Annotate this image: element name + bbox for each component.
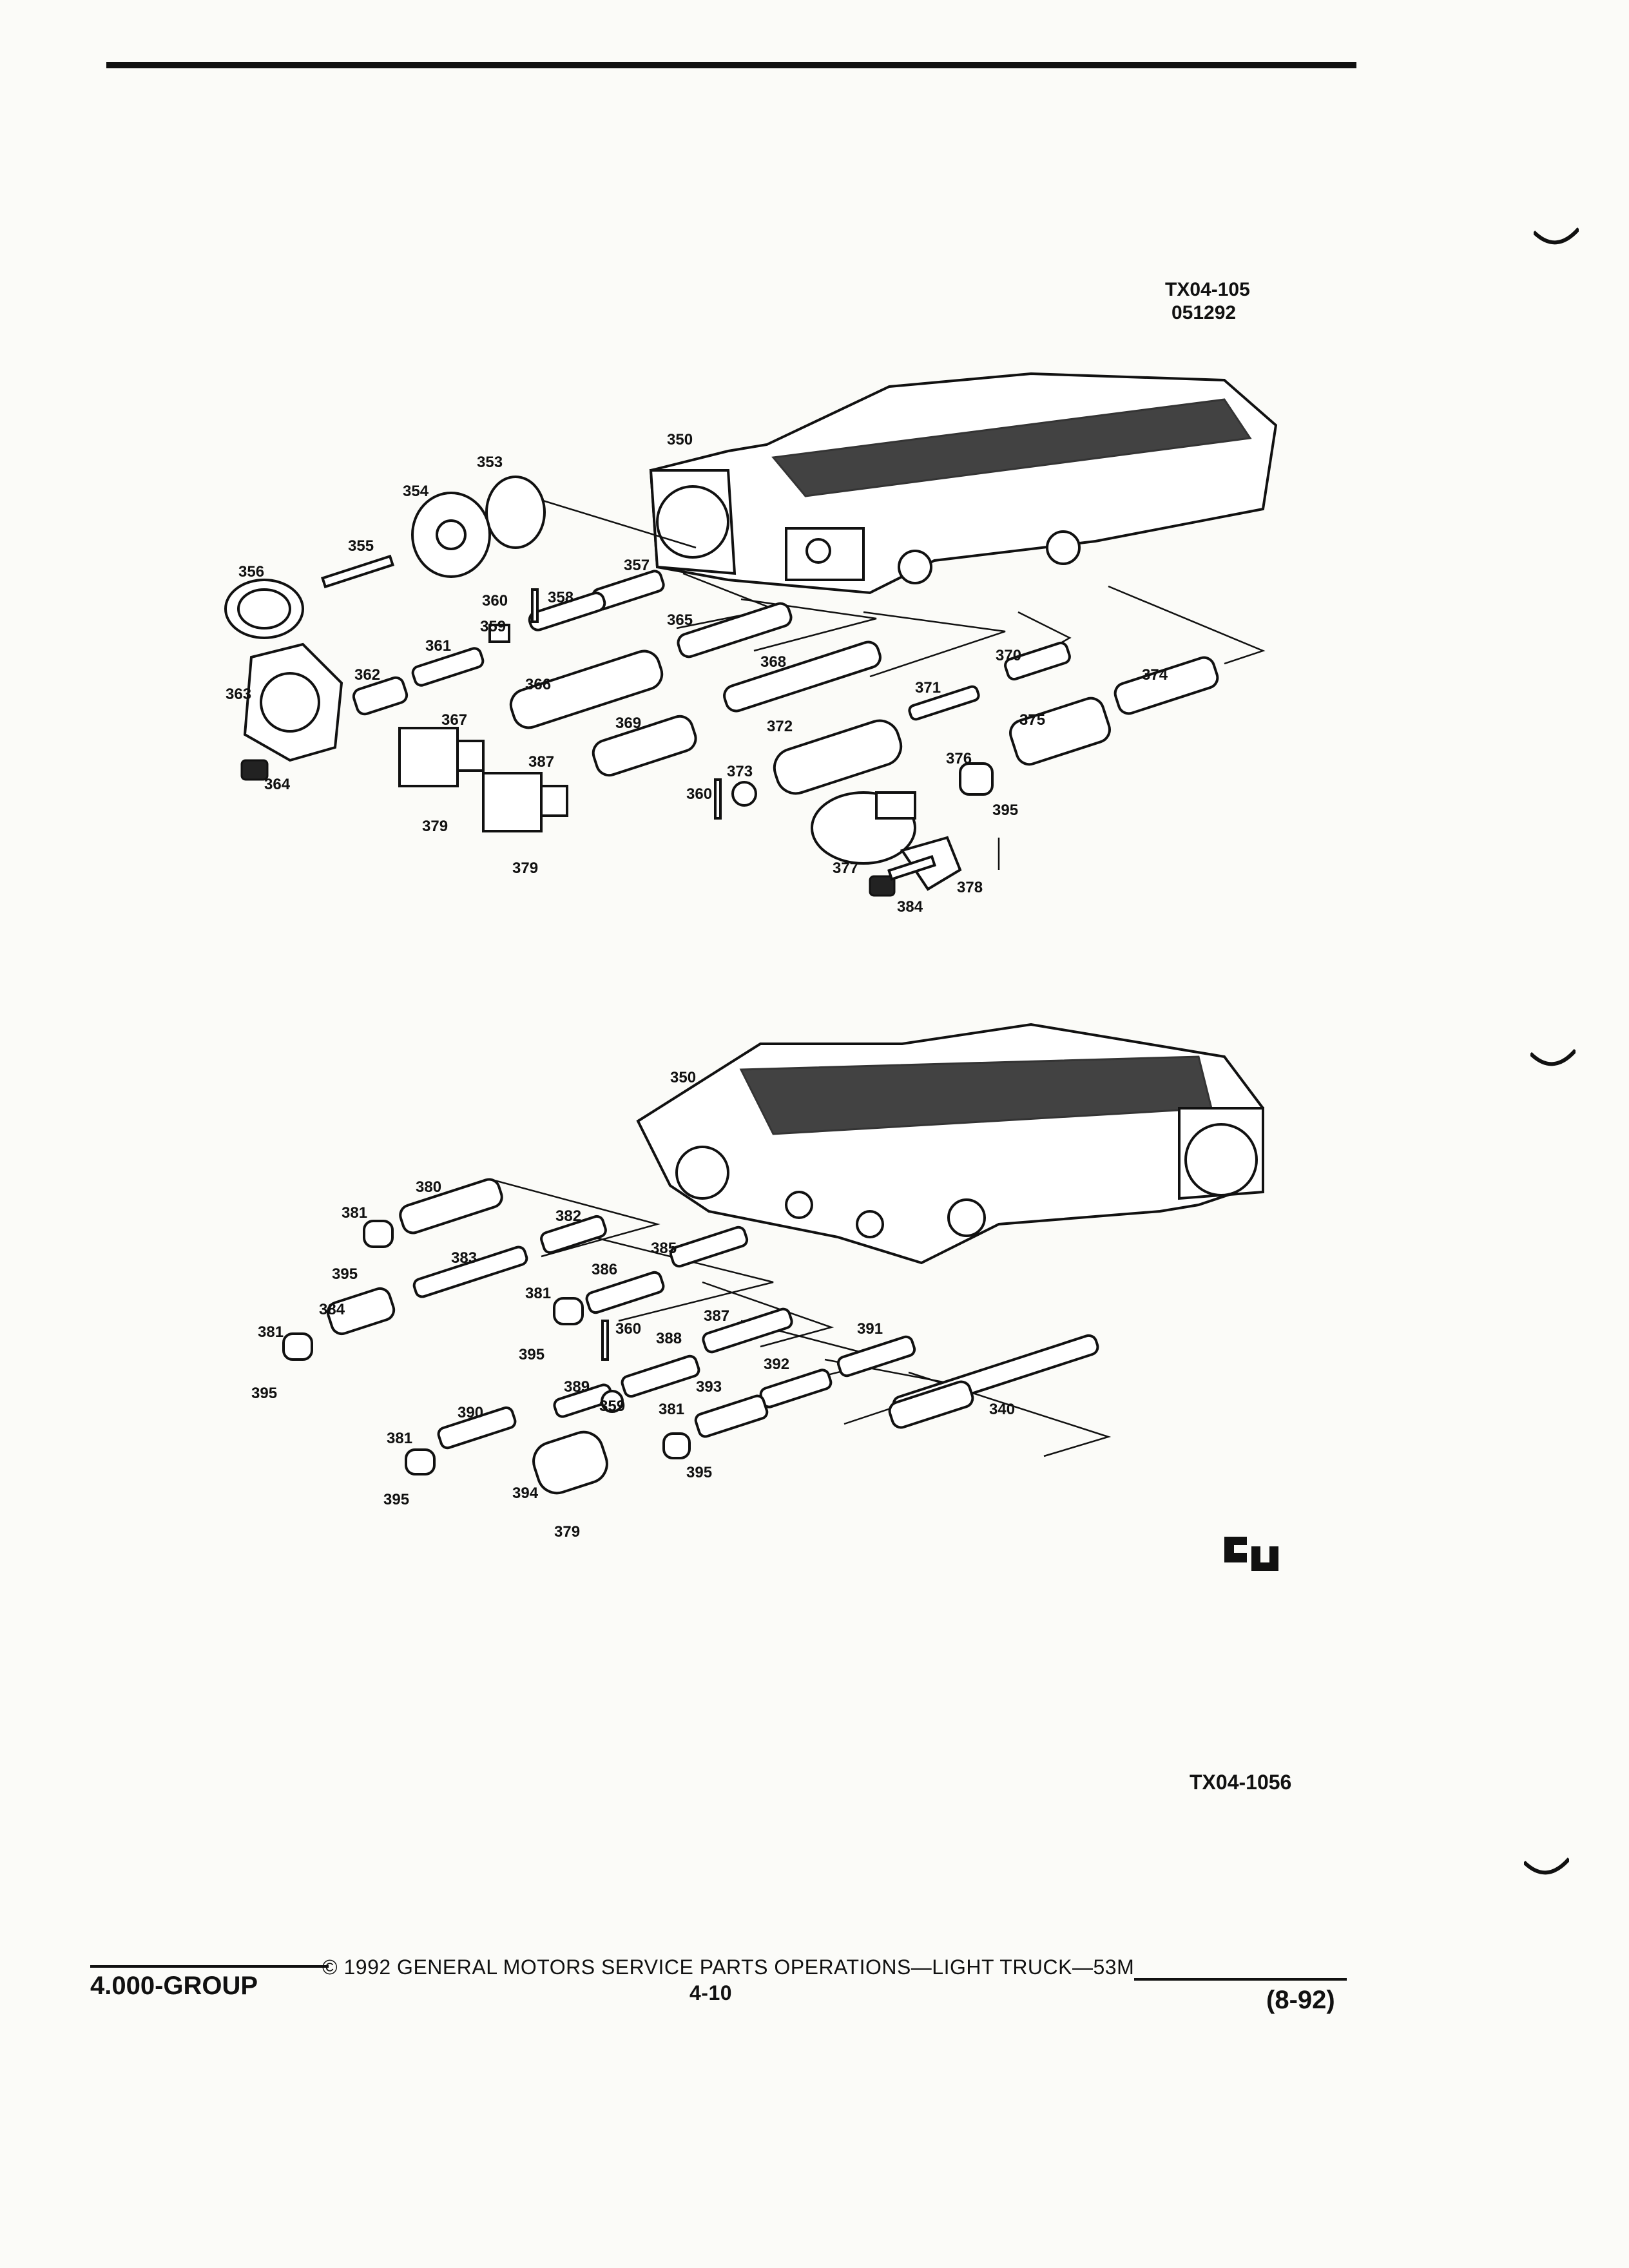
top-rule [106, 62, 1356, 68]
gm-mark-icon [1224, 1537, 1278, 1571]
label-381-b: 381 [258, 1323, 284, 1341]
label-359-bottom: 359 [599, 1398, 625, 1415]
label-383: 383 [451, 1249, 477, 1267]
labels-top: 350 353 354 355 356 357 358 359 360 361 … [226, 431, 1168, 916]
figure-id-top: TX04-105 051292 [1165, 278, 1250, 325]
label-379-bottom: 379 [554, 1523, 580, 1541]
label-367: 367 [441, 711, 467, 729]
label-388: 388 [656, 1330, 682, 1347]
valve-body-top [649, 372, 1278, 595]
margin-mark-icon [1524, 1857, 1569, 1875]
label-377: 377 [833, 860, 858, 877]
label-350-top: 350 [667, 431, 693, 448]
label-379-b: 379 [512, 860, 538, 877]
label-395-d: 395 [686, 1464, 712, 1481]
label-381-a: 381 [342, 1204, 367, 1222]
label-372: 372 [767, 718, 793, 735]
label-365: 365 [667, 611, 693, 629]
label-368: 368 [760, 653, 786, 671]
label-340: 340 [989, 1401, 1015, 1418]
label-395-b: 395 [251, 1385, 277, 1402]
label-354: 354 [403, 483, 429, 500]
label-361: 361 [425, 637, 451, 655]
footer-rule-right [1134, 1978, 1347, 1981]
label-371: 371 [915, 679, 941, 697]
label-395-a: 395 [332, 1265, 358, 1283]
label-370: 370 [996, 647, 1021, 664]
label-389: 389 [564, 1378, 590, 1396]
figure-id-top-line1: TX04-105 [1165, 279, 1250, 300]
label-381-c: 381 [525, 1285, 551, 1302]
label-386: 386 [592, 1261, 617, 1278]
label-358: 358 [548, 589, 574, 606]
label-366: 366 [525, 676, 551, 693]
label-378: 378 [957, 879, 983, 896]
label-350-bottom: 350 [670, 1069, 696, 1086]
label-382: 382 [555, 1207, 581, 1225]
label-369: 369 [615, 715, 641, 732]
label-381-e: 381 [387, 1430, 412, 1447]
label-373: 373 [727, 763, 753, 780]
label-359: 359 [480, 618, 506, 635]
label-364: 364 [264, 776, 291, 793]
label-387-bottom: 387 [704, 1307, 729, 1325]
valve-body-bottom [636, 1023, 1265, 1265]
label-381-d: 381 [659, 1401, 684, 1418]
label-355: 355 [348, 537, 374, 555]
label-395-top: 395 [992, 802, 1018, 819]
label-357: 357 [624, 557, 650, 574]
label-356: 356 [238, 563, 264, 581]
label-384-top: 384 [897, 898, 923, 916]
parts-top [224, 476, 1219, 897]
label-374: 374 [1142, 666, 1168, 684]
label-390: 390 [458, 1404, 483, 1421]
label-360: 360 [482, 592, 508, 610]
label-376: 376 [946, 750, 972, 767]
label-394: 394 [512, 1485, 539, 1502]
label-384: 384 [319, 1301, 345, 1318]
label-360-bottom: 360 [615, 1320, 641, 1338]
figure-id-bottom: TX04-1056 [1190, 1771, 1292, 1794]
label-385: 385 [651, 1240, 677, 1257]
footer-date: (8-92) [1266, 1986, 1335, 2014]
label-379-a: 379 [422, 818, 448, 835]
margin-mark-icon [1530, 1048, 1576, 1066]
label-392: 392 [764, 1356, 789, 1373]
label-387-top: 387 [528, 753, 554, 771]
footer-group: 4.000-GROUP [90, 1972, 258, 2000]
label-395-c: 395 [519, 1346, 545, 1363]
label-393: 393 [696, 1378, 722, 1396]
parts-bottom [282, 1178, 1099, 1495]
label-391: 391 [857, 1320, 883, 1338]
label-363: 363 [226, 686, 251, 703]
label-375: 375 [1019, 711, 1045, 729]
margin-mark-icon [1534, 227, 1579, 245]
figure-id-top-line2: 051292 [1171, 302, 1237, 323]
label-380: 380 [416, 1178, 441, 1196]
footer-rule-left [90, 1965, 329, 1968]
label-362: 362 [354, 666, 380, 684]
footer-page-number: 4-10 [689, 1981, 733, 2004]
leader-lines-top [528, 495, 1266, 870]
label-353: 353 [477, 454, 503, 471]
footer-copyright: © 1992 GENERAL MOTORS SERVICE PARTS OPER… [322, 1956, 1135, 1979]
labels-bottom: 350 380 381 395 382 383 384 381 395 385 … [251, 1069, 1015, 1541]
label-360b: 360 [686, 785, 712, 803]
label-395-e: 395 [383, 1491, 409, 1508]
